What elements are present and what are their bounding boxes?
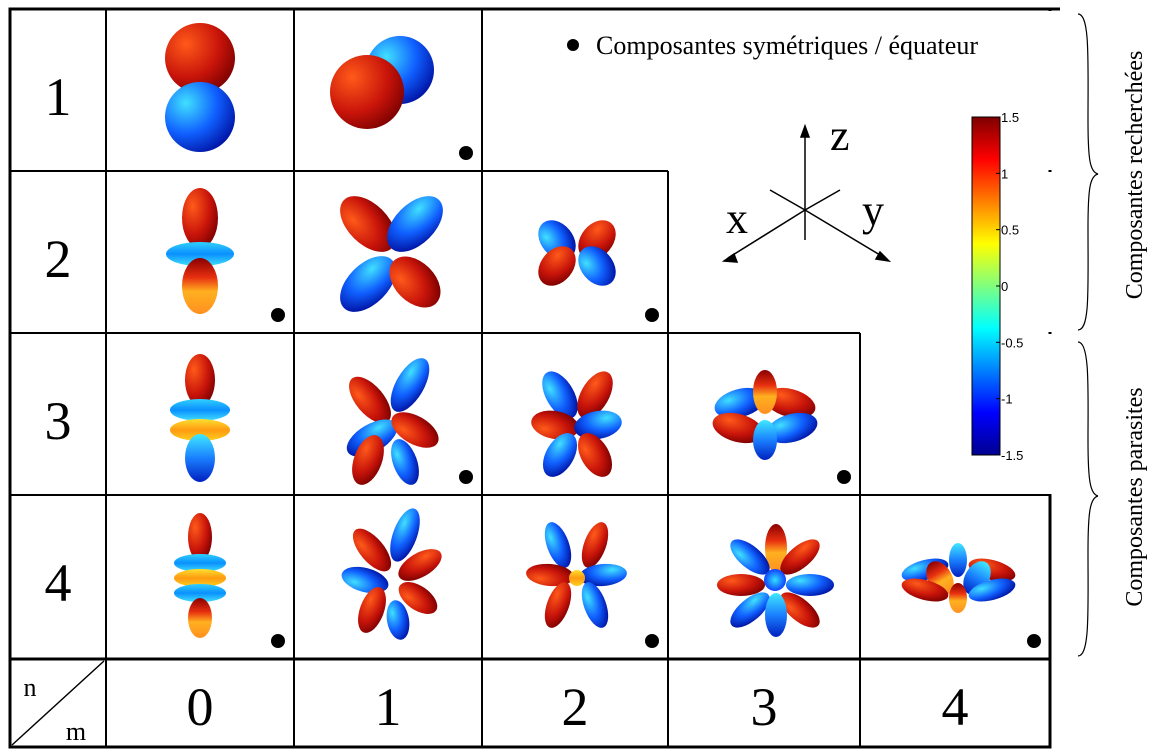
col-label-m0: 0 (187, 677, 214, 737)
brace-lower-label: Composantes parasites (1122, 387, 1148, 606)
legend-symmetric-dot (567, 39, 579, 51)
harmonic-n1-m1 (330, 36, 434, 129)
harmonic-n3-m3 (709, 370, 820, 460)
colorbar-tick-label: -1 (1001, 392, 1013, 407)
col-label-m2: 2 (562, 677, 589, 737)
axis-y-label: y (862, 186, 884, 235)
open-area-mask-3 (862, 334, 1064, 494)
harmonic-n4-m0 (174, 513, 226, 638)
row-label-n1: 1 (45, 67, 72, 127)
col-label-m4: 4 (942, 677, 969, 737)
corner-m-label: m (66, 717, 86, 746)
brace-lower (1078, 342, 1098, 656)
harmonic-n4-m2 (525, 519, 628, 632)
axis-z-label: z (830, 111, 850, 160)
harmonic-n2-m0 (166, 188, 234, 314)
colorbar-tick-label: 1 (1001, 166, 1008, 181)
row-label-n2: 2 (45, 229, 72, 289)
harmonic-n2-m1 (330, 186, 453, 322)
colorbar-tick-label: 0 (1001, 279, 1008, 294)
legend-symmetric-label: Composantes symétriques / équateur (596, 31, 978, 60)
colorbar-tick-label: -0.5 (1001, 335, 1023, 350)
harmonic-n4-m4 (899, 543, 1018, 613)
colorbar-tick-label: 1.5 (1001, 110, 1019, 125)
col-label-m3: 3 (751, 677, 778, 737)
symmetric-marker-n1-m1 (459, 146, 473, 160)
symmetric-marker-n4-m2 (645, 634, 659, 648)
symmetric-marker-n4-m4 (1027, 634, 1041, 648)
harmonic-n2-m2 (531, 213, 624, 293)
col-label-m1: 1 (375, 677, 402, 737)
brace-upper (1078, 14, 1098, 330)
harmonic-n3-m2 (529, 365, 624, 482)
corner-n-label: n (24, 673, 37, 702)
symmetric-marker-n3-m1 (459, 470, 473, 484)
symmetric-marker-n2-m2 (645, 308, 659, 322)
colorbar-tick-label: -1.5 (1001, 448, 1023, 463)
harmonic-n4-m1 (339, 505, 447, 642)
row-label-n3: 3 (45, 391, 72, 451)
row-label-n4: 4 (45, 553, 72, 613)
harmonic-n4-m3 (717, 524, 834, 637)
harmonic-n3-m0 (170, 354, 230, 482)
symmetric-marker-n2-m0 (271, 308, 285, 322)
harmonic-n1-m0 (165, 23, 235, 152)
axis-x-label: x (726, 194, 748, 243)
symmetric-marker-n4-m0 (271, 634, 285, 648)
brace-upper-label: Composantes recherchées (1122, 51, 1148, 300)
colorbar-tick-label: 0.5 (1001, 223, 1019, 238)
symmetric-marker-n3-m3 (837, 470, 851, 484)
harmonic-n3-m1 (341, 352, 445, 489)
colorbar (972, 117, 1000, 455)
